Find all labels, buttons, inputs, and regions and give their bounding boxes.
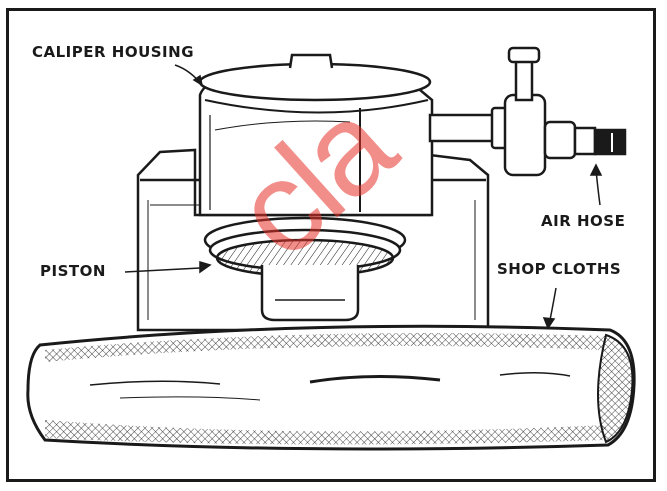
air-hose-fitting	[430, 48, 625, 175]
leader-shop-cloths	[550, 288, 556, 320]
shop-cloths-label: SHOP CLOTHS	[497, 260, 621, 278]
air-hose-label: AIR HOSE	[541, 212, 625, 230]
shop-cloths-roll	[28, 326, 634, 449]
piston-label: PISTON	[40, 262, 106, 280]
caliper-housing-label: CALIPER HOUSING	[32, 43, 194, 61]
